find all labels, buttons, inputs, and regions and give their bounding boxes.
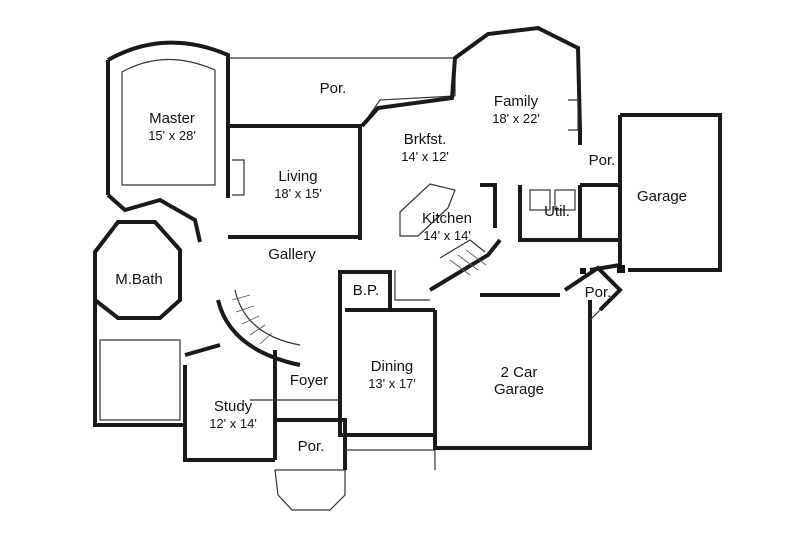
porch-front-name: Por.: [297, 438, 325, 455]
porch-top-name: Por.: [319, 80, 347, 97]
interior-details: [99, 58, 625, 421]
gallery-label: Gallery: [268, 246, 316, 263]
master-label: Master 15' x 28': [148, 110, 196, 144]
living-label: Living 18' x 15': [274, 168, 322, 202]
porch-right-label: Por.: [585, 284, 612, 301]
util-label: Util.: [544, 203, 570, 220]
bp-name: B.P.: [352, 282, 380, 299]
family-name: Family: [493, 93, 539, 110]
garage2-sub: Garage: [493, 381, 545, 398]
porch-top-label: Por.: [320, 80, 347, 97]
foyer-label: Foyer: [290, 372, 328, 389]
living-dims: 18' x 15': [274, 186, 322, 201]
brkfst-name: Brkfst.: [403, 131, 447, 148]
study-name: Study: [213, 398, 253, 415]
garage-side-name: Garage: [636, 188, 688, 205]
dining-dims: 13' x 17': [368, 376, 416, 391]
foyer-name: Foyer: [289, 372, 329, 389]
dining-label: Dining 13' x 17': [368, 358, 416, 392]
mbath-name: M.Bath: [115, 271, 163, 288]
util-name: Util.: [544, 203, 570, 220]
living-name: Living: [278, 168, 318, 185]
porch-side-label: Por.: [589, 152, 616, 169]
master-dims: 15' x 28': [148, 128, 196, 143]
porch-side-name: Por.: [588, 152, 616, 169]
dining-name: Dining: [370, 358, 414, 375]
porch-front-label: Por.: [298, 438, 325, 455]
bp-label: B.P.: [353, 282, 379, 299]
kitchen-dims: 14' x 14': [423, 228, 471, 243]
mbath-label: M.Bath: [115, 271, 163, 288]
gallery-name: Gallery: [268, 246, 316, 263]
exterior-walls: [93, 25, 722, 511]
master-name: Master: [149, 110, 195, 127]
brkfst-label: Brkfst. 14' x 12': [401, 131, 449, 165]
family-dims: 18' x 22': [492, 111, 540, 126]
brkfst-dims: 14' x 12': [401, 149, 449, 164]
garage-side-label: Garage: [637, 188, 687, 205]
study-label: Study 12' x 14': [209, 398, 257, 432]
family-label: Family 18' x 22': [492, 93, 540, 127]
garage2-label: 2 Car Garage: [494, 364, 544, 398]
study-dims: 12' x 14': [209, 416, 257, 431]
porch-right-name: Por.: [584, 284, 612, 301]
garage2-name: 2 Car: [500, 364, 538, 381]
kitchen-name: Kitchen: [421, 210, 473, 227]
kitchen-label: Kitchen 14' x 14': [422, 210, 472, 244]
